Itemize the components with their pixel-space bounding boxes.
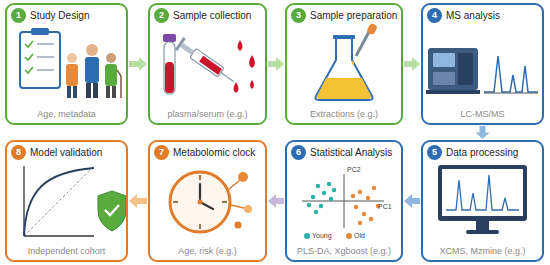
step-title: Sample preparation <box>310 10 397 21</box>
step-title: Sample collection <box>173 10 251 21</box>
box-header: 8 Model validation <box>11 145 102 160</box>
box-header: 7 Metabolomic clock <box>154 145 255 160</box>
step-caption: Independent cohort <box>9 246 124 256</box>
roc-icon <box>24 166 126 236</box>
mass-spec-icon <box>426 48 538 94</box>
box-header: 3 Sample preparation <box>291 8 397 23</box>
step-caption: XCMS, Mzmine (e.g.) <box>425 246 540 256</box>
flow-arrow <box>404 194 420 208</box>
process-box: 8 Model validationIndependent cohort <box>5 140 128 262</box>
box-header: 5 Data processing <box>427 145 518 160</box>
flow-arrow <box>476 126 490 139</box>
flow-arrow <box>404 57 420 71</box>
box-header: 6 Statistical Analysis <box>291 145 392 160</box>
process-box: 5 Data processingXCMS, Mzmine (e.g.) <box>421 140 544 262</box>
axis-label: PC1 <box>378 203 392 210</box>
clock-icon <box>170 172 252 232</box>
step-title: Data processing <box>446 147 518 158</box>
process-box: 6 Statistical AnalysisPLS-DA, Xgboost (e.… <box>285 140 403 262</box>
step-number: 3 <box>291 8 306 23</box>
legend-swatch <box>346 233 352 239</box>
process-box: 2 Sample collection plasma/serum (e.g.) <box>148 3 267 125</box>
step-caption: Extractions (e.g.) <box>289 109 399 119</box>
legend-entry: Old <box>346 232 365 239</box>
process-box: 1 Study DesignAge, metadata <box>5 3 128 125</box>
step-caption: Age, risk (e.g.) <box>152 246 263 256</box>
flow-arrow <box>129 194 147 208</box>
legend-entry: Young <box>304 232 332 239</box>
sample-collection-icon <box>163 34 255 94</box>
step-caption: PLS-DA, Xgboost (e.g.) <box>289 246 399 256</box>
legend-text: Young <box>312 232 332 239</box>
legend-text: Old <box>354 232 365 239</box>
flow-arrow <box>268 194 284 208</box>
step-title: Study Design <box>30 10 89 21</box>
process-box: 7 Metabolomic clockAge, risk (e.g.) <box>148 140 267 262</box>
monitor-icon <box>438 165 527 234</box>
flow-arrow <box>268 57 284 71</box>
step-title: Model validation <box>30 147 102 158</box>
step-caption: plasma/serum (e.g.) <box>152 109 263 119</box>
step-number: 7 <box>154 145 169 160</box>
step-number: 4 <box>427 8 442 23</box>
box-header: 1 Study Design <box>11 8 89 23</box>
flow-arrow <box>129 57 147 71</box>
step-number: 2 <box>154 8 169 23</box>
step-number: 8 <box>11 145 26 160</box>
step-title: Metabolomic clock <box>173 147 255 158</box>
step-number: 5 <box>427 145 442 160</box>
step-caption: LC-MS/MS <box>425 109 540 119</box>
study-design-icon <box>20 28 121 98</box>
axis-label: PC2 <box>347 166 361 173</box>
step-number: 6 <box>291 145 306 160</box>
step-number: 1 <box>11 8 26 23</box>
scatter-plot <box>302 174 384 228</box>
process-box: 3 Sample preparationExtractions (e.g.) <box>285 3 403 125</box>
box-header: 2 Sample collection <box>154 8 251 23</box>
flask-icon <box>315 23 377 100</box>
box-header: 4 MS analysis <box>427 8 500 23</box>
step-title: Statistical Analysis <box>310 147 392 158</box>
step-caption: Age, metadata <box>9 109 124 119</box>
process-box: 4 MS analysisLC-MS/MS <box>421 3 544 125</box>
step-title: MS analysis <box>446 10 500 21</box>
legend-swatch <box>304 233 310 239</box>
